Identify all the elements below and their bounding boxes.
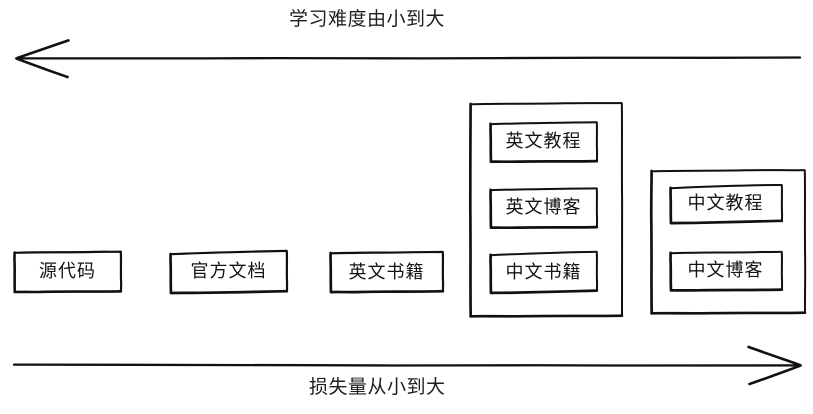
node-chinese-books-label: 中文书籍	[505, 262, 582, 283]
node-english-tutorial-label: 英文教程	[505, 131, 582, 152]
node-english-books-label: 英文书籍	[348, 262, 425, 283]
bottom-axis-arrow	[12, 345, 802, 386]
node-official-docs-box[interactable]	[169, 249, 289, 295]
node-english-blog-label: 英文博客	[505, 197, 582, 218]
node-source-code-box[interactable]	[13, 250, 123, 294]
top-axis-arrow	[15, 39, 802, 79]
node-chinese-books-box[interactable]	[489, 250, 599, 295]
top-axis-label: 学习难度由小到大	[289, 8, 446, 30]
bottom-axis-label: 损失量从小到大	[309, 376, 446, 398]
node-english-tutorial-box[interactable]	[489, 121, 599, 164]
node-chinese-blog-label: 中文博客	[687, 260, 764, 281]
node-chinese-tutorial-label: 中文教程	[687, 193, 764, 214]
node-chinese-tutorial-box[interactable]	[669, 184, 784, 225]
node-chinese-blog-box[interactable]	[669, 250, 784, 292]
node-english-books-box[interactable]	[329, 250, 445, 294]
node-english-blog-box[interactable]	[489, 187, 599, 230]
node-source-code-label: 源代码	[39, 261, 96, 282]
node-official-docs-label: 官方文档	[190, 261, 267, 282]
